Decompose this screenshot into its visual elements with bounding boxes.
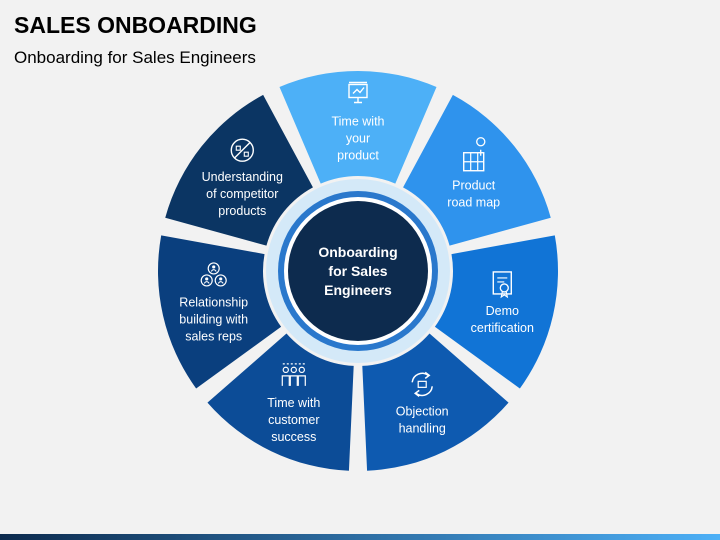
segment-shape [279, 71, 437, 184]
segment-product-road-map: Product road map [403, 94, 551, 246]
segment-label-line: road map [447, 196, 500, 210]
certificate-icon [492, 271, 512, 299]
segment-label: Relationship building with sales reps [179, 295, 248, 343]
segment-label-line: Objection [396, 404, 449, 418]
team-icon [281, 363, 306, 386]
roadmap-icon [463, 137, 486, 172]
segment-label: Product road map [447, 179, 500, 210]
segment-label: Objection handling [396, 404, 449, 435]
segment-shape [434, 235, 558, 389]
segment-shape [207, 333, 354, 471]
segment-label-line: customer [268, 413, 319, 427]
segment-label-line: Relationship [179, 295, 248, 309]
segment-label-line: your [346, 132, 370, 146]
people-network-icon [200, 262, 227, 287]
segment-time-with-customer-success: Time with customer success [207, 333, 354, 471]
segment-shape [157, 235, 282, 389]
center-circle [288, 201, 428, 341]
slide-title: SALES ONBOARDING [14, 12, 257, 38]
segment-understanding-of-competitor-products: Understanding of competitor products [165, 94, 313, 246]
segment-objection-handling: Objection handling [362, 333, 509, 471]
center-label-line: Engineers [324, 282, 392, 298]
segment-label-line: Time with [331, 115, 384, 129]
segment-label-line: Product [452, 179, 496, 193]
segment-label-line: Time with [267, 396, 320, 410]
segment-label-line: Demo [486, 304, 519, 318]
segment-label-line: of competitor [206, 187, 278, 201]
segment-shape [362, 333, 509, 471]
slide-subtitle: Onboarding for Sales Engineers [14, 48, 256, 67]
center-label-line: Onboarding [318, 244, 397, 260]
segment-label-line: building with [179, 312, 248, 326]
compare-products-icon [230, 138, 254, 162]
segment-label-line: Understanding [202, 170, 283, 184]
segment-label-line: sales reps [185, 329, 242, 343]
segment-label: Understanding of competitor products [202, 170, 283, 218]
segment-label: Time with your product [331, 115, 384, 163]
segment-time-with-your-product: Time with your product [279, 71, 437, 184]
segment-label-line: products [218, 204, 266, 218]
exchange-arrows-icon [411, 371, 433, 397]
segment-label: Time with customer success [267, 396, 320, 444]
segment-label: Demo certification [471, 304, 534, 335]
segment-label-line: success [271, 430, 316, 444]
segment-label-line: product [337, 149, 379, 163]
center-label-line: for Sales [328, 263, 387, 279]
segment-demo-certification: Demo certification [434, 235, 558, 389]
presentation-board-icon [348, 81, 368, 104]
segment-label-line: handling [399, 421, 446, 435]
segment-relationship-building-with-sales-reps: Relationship building with sales reps [157, 235, 282, 389]
segment-label-line: certification [471, 321, 534, 335]
bottom-accent-bar [0, 534, 720, 540]
segment-shape [165, 94, 313, 246]
